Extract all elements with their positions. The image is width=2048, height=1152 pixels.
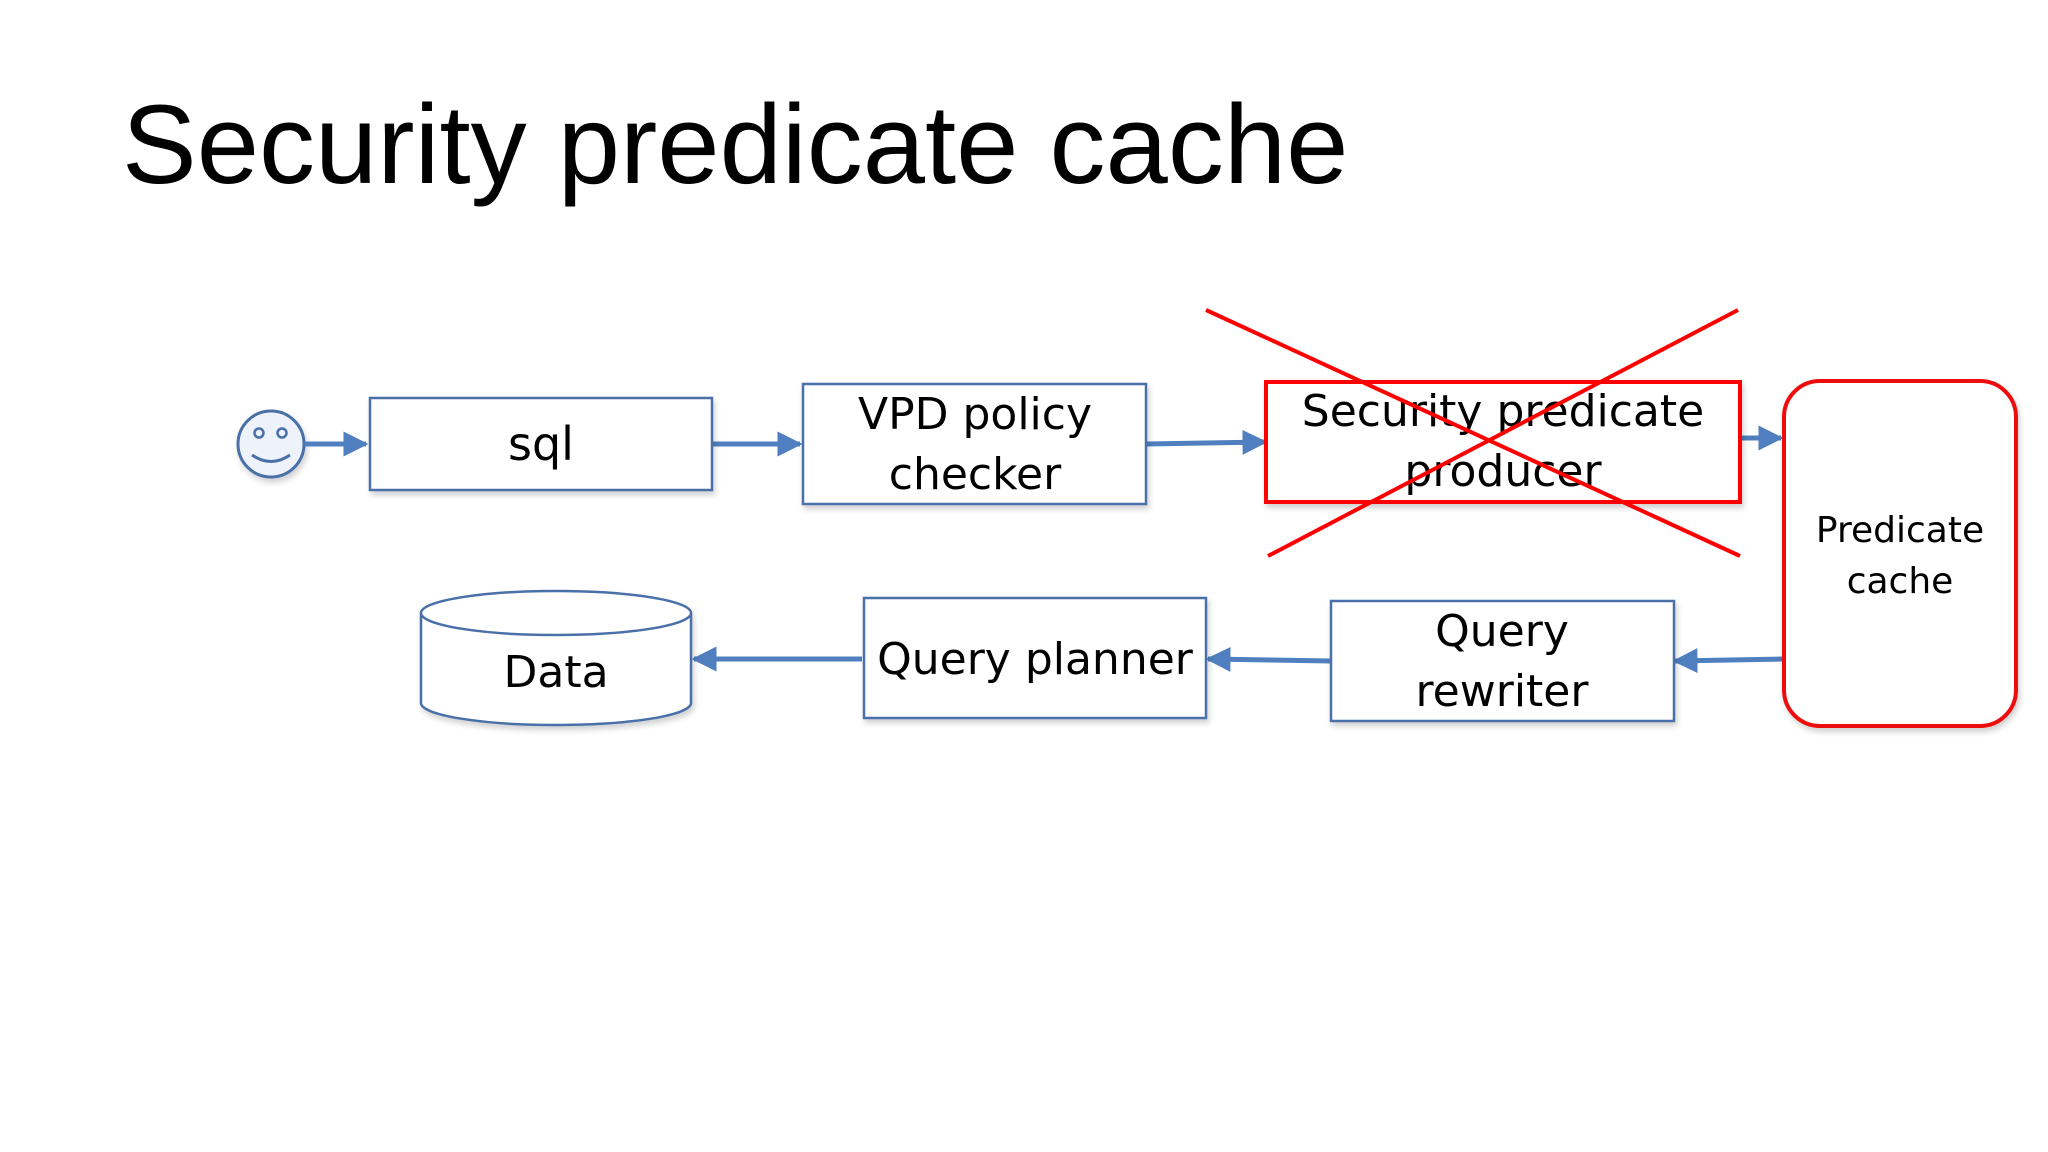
node-vpd-policy-checker: VPD policy checker — [801, 382, 1148, 506]
node-sql: sql — [368, 396, 714, 492]
node-rewriter-label-line-1: Query — [1435, 606, 1569, 657]
node-cache-label-line-1: Predicate — [1816, 510, 1984, 551]
edge-cache-to-rewriter — [1672, 648, 1785, 674]
smiley-user-icon — [236, 409, 306, 479]
node-data-cylinder: Data — [419, 589, 693, 727]
edge-rewriter-to-planner — [1205, 646, 1332, 672]
edge-vpd-to-producer — [1145, 429, 1268, 455]
node-rewriter-label-line-2: rewriter — [1416, 666, 1590, 717]
node-planner-label: Query planner — [877, 634, 1194, 685]
node-producer-label-line-1: Security predicate — [1302, 386, 1704, 437]
node-cache-label-line-2: cache — [1847, 561, 1954, 602]
node-sql-label: sql — [508, 417, 574, 471]
node-producer-label-line-2: producer — [1404, 446, 1602, 497]
slide-title: Security predicate cache — [122, 82, 1349, 207]
node-data-label: Data — [503, 647, 608, 698]
node-vpd-label-line-2: checker — [889, 449, 1062, 500]
node-vpd-label-line-1: VPD policy — [858, 389, 1092, 440]
node-security-predicate-producer: Security predicate producer — [1205, 308, 1742, 558]
node-query-rewriter: Query rewriter — [1329, 599, 1676, 723]
edges — [305, 425, 1785, 674]
cross-out-mark — [1205, 308, 1741, 558]
node-query-planner: Query planner — [862, 596, 1208, 720]
node-predicate-cache: Predicate cache — [1782, 379, 2018, 728]
